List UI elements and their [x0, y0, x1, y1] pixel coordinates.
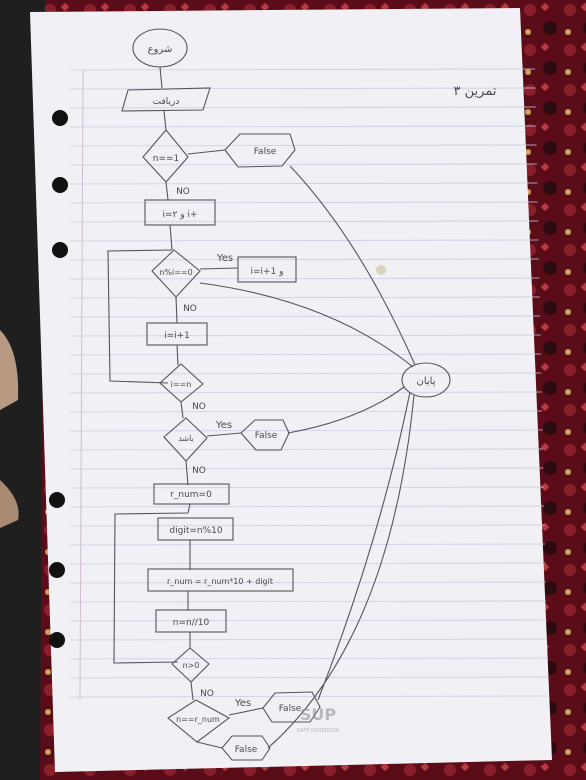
watermark: SUP SAFE NOTEBOOK	[297, 705, 340, 734]
watermark-logo: SUP	[300, 705, 337, 724]
rule-line	[69, 220, 539, 223]
start-label: شروع	[148, 44, 173, 55]
increment-label: i=i+1	[164, 331, 190, 341]
rnum-init-label: r_num=0	[170, 490, 212, 500]
false-3-label: False	[279, 704, 302, 714]
false-1-label: False	[254, 147, 277, 157]
rule-line	[69, 581, 546, 584]
margin-line	[79, 69, 84, 701]
rule-line	[69, 676, 548, 679]
header-note: تمرین ۳	[454, 84, 497, 99]
rule-line	[69, 410, 543, 413]
action-yes-label: i=i+1 و	[250, 267, 283, 277]
rule-line	[69, 125, 537, 128]
flowchart-labels: شروع دریافت n==1 False NO i=۲ و i+ Yes n…	[148, 44, 436, 755]
finger-top	[0, 330, 19, 410]
binder-hole-5	[49, 562, 65, 578]
rule-line	[69, 372, 542, 375]
false-box-1	[224, 133, 296, 168]
rule-line	[69, 657, 548, 660]
rule-line	[69, 182, 538, 185]
jacket-left	[0, 0, 45, 780]
binder-hole-6	[49, 632, 65, 648]
paper-sheet	[30, 8, 552, 772]
stain	[376, 265, 386, 275]
yes-3-label: Yes	[234, 698, 251, 709]
rule-line	[69, 258, 540, 261]
connector-2	[199, 282, 414, 368]
rule-line	[69, 315, 541, 318]
input-parallelogram	[121, 87, 211, 112]
false-4-label: False	[235, 745, 258, 755]
binder-hole-2	[52, 177, 68, 193]
finger-bottom	[0, 480, 19, 528]
rule-line	[69, 524, 545, 527]
cond-palindrome-label: n==r_num	[176, 715, 220, 724]
rule-line	[69, 391, 542, 394]
digit-rect	[157, 517, 234, 541]
rule-line	[69, 296, 540, 299]
flowchart	[107, 28, 451, 761]
rnum-update-label: r_num = r_num*10 + digit	[167, 577, 273, 586]
rule-line	[69, 467, 544, 470]
no-3-label: NO	[192, 402, 206, 412]
cond-n-gt-0-label: n>0	[183, 661, 200, 670]
digit-label: digit=n%10	[169, 526, 222, 536]
input-label: دریافت	[153, 97, 180, 107]
no-2-label: NO	[183, 304, 197, 314]
rule-line	[69, 68, 536, 71]
no-4-label: NO	[192, 466, 206, 476]
cond-i-eq-n-label: i==n	[171, 380, 192, 389]
rule-line	[69, 619, 547, 622]
rule-line	[69, 600, 547, 603]
connector-3	[287, 386, 405, 434]
no-5-label: NO	[200, 689, 214, 699]
rule-line	[69, 429, 543, 432]
rule-line	[69, 277, 540, 280]
rule-line	[69, 334, 541, 337]
watermark-subtext: SAFE NOTEBOOK	[297, 728, 340, 734]
rule-line	[69, 87, 536, 90]
rule-line	[69, 106, 536, 109]
rule-line	[69, 562, 546, 565]
yes-2-label: Yes	[215, 420, 232, 431]
rule-line	[69, 201, 538, 204]
init-rect	[144, 199, 216, 226]
connector-1	[289, 165, 416, 366]
rule-line	[69, 695, 549, 698]
connector-4	[317, 391, 411, 701]
cond-n-eq-1-label: n==1	[153, 154, 180, 164]
end-label: پایان	[416, 376, 435, 387]
ndiv-label: n=n//10	[173, 618, 210, 628]
rule-line	[69, 163, 538, 166]
rule-line	[69, 239, 539, 242]
false-box-3	[262, 691, 321, 723]
rule-line	[69, 638, 548, 641]
rule-line	[69, 144, 537, 147]
false-box-4	[221, 735, 271, 761]
action-yes-rect	[237, 256, 297, 283]
rule-line	[69, 505, 545, 508]
init-i-label: i=۲ و i+	[162, 210, 197, 220]
rnum-init-rect	[153, 483, 230, 505]
rule-line	[69, 353, 542, 356]
yes-1-label: Yes	[216, 253, 233, 264]
binder-hole-3	[52, 242, 68, 258]
false-2-label: False	[255, 431, 278, 441]
ruled-lines	[69, 68, 549, 698]
ndiv-rect	[155, 609, 227, 633]
rule-line	[69, 543, 546, 546]
cond-check-label: باشد	[178, 434, 194, 443]
cond-mod-label: n%i==0	[159, 268, 192, 277]
connector-5	[267, 394, 415, 749]
rule-line	[69, 486, 544, 489]
end-oval	[401, 362, 451, 398]
rnum-update-rect	[147, 568, 294, 592]
binder-hole-1	[52, 110, 68, 126]
rule-line	[69, 448, 544, 451]
binder-hole-4	[49, 492, 65, 508]
no-1-label: NO	[176, 187, 190, 197]
